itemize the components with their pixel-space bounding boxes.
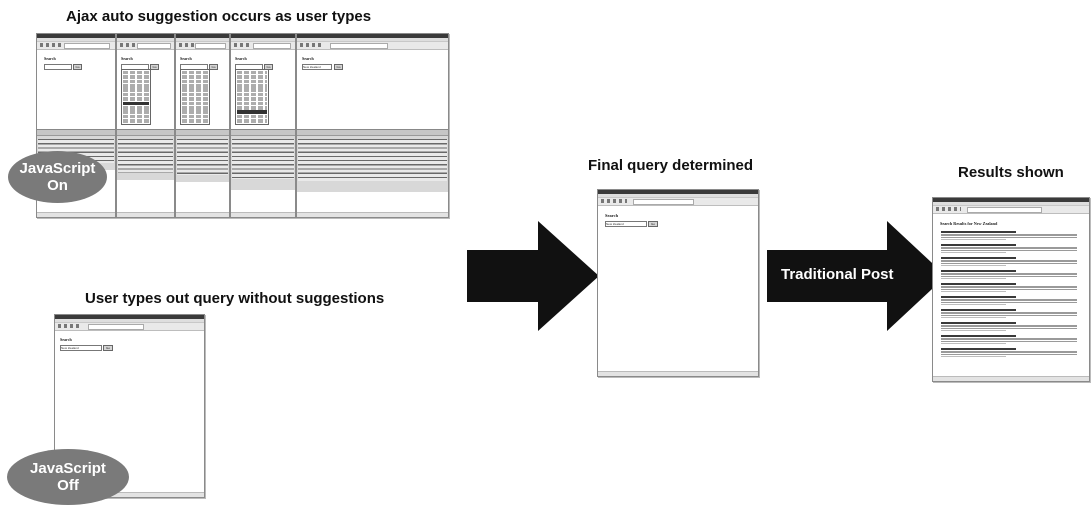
right-arrow-1	[467, 221, 599, 331]
debug-panel	[176, 129, 229, 182]
heading-ajax-suggestion: Ajax auto suggestion occurs as user type…	[66, 8, 372, 25]
heading-user-types-query: User types out query without suggestions	[85, 290, 385, 307]
result-item[interactable]	[941, 244, 1077, 254]
search-label: Search	[180, 56, 192, 61]
search-label: Search	[302, 56, 314, 61]
go-button[interactable]: Go	[73, 64, 82, 70]
debug-panel	[231, 129, 295, 190]
heading-results-shown: Results shown	[958, 164, 1064, 181]
badge-line-2: Off	[57, 477, 79, 494]
badge-line-1: JavaScript	[19, 160, 96, 177]
right-arrow-2	[767, 221, 946, 331]
result-item[interactable]	[941, 296, 1077, 306]
badge-line-1: JavaScript	[30, 460, 106, 477]
browser-window-ajax-4: Search Go	[230, 33, 296, 218]
results-title: Search Results for New Zealand	[940, 221, 998, 226]
result-item[interactable]	[941, 309, 1077, 319]
browser-window-results: Search Results for New Zealand	[932, 197, 1090, 382]
search-input[interactable]: New Zealand	[302, 64, 332, 70]
badge-line-2: On	[47, 177, 68, 194]
javascript-on-badge: JavaScript On	[8, 151, 107, 203]
browser-window-ajax-5: Search New Zealand Go	[296, 33, 449, 218]
result-item[interactable]	[941, 283, 1077, 293]
suggestion-list[interactable]	[235, 69, 269, 125]
result-item[interactable]	[941, 322, 1077, 332]
browser-window-final-query: Search New Zealand Go	[597, 189, 759, 377]
go-button[interactable]: Go	[334, 64, 343, 70]
go-button[interactable]: Go	[209, 64, 218, 70]
debug-panel	[297, 129, 448, 192]
search-label: Search	[605, 213, 619, 218]
suggestion-list[interactable]	[121, 69, 151, 125]
suggestion-list[interactable]	[180, 69, 210, 125]
traditional-post-label: Traditional Post	[781, 266, 894, 283]
search-label: Search	[121, 56, 133, 61]
javascript-off-badge: JavaScript Off	[7, 449, 129, 505]
result-item[interactable]	[941, 270, 1077, 280]
go-button[interactable]: Go	[103, 345, 113, 351]
result-item[interactable]	[941, 335, 1077, 345]
result-item[interactable]	[941, 348, 1077, 358]
result-item[interactable]	[941, 257, 1077, 267]
go-button[interactable]: Go	[150, 64, 159, 70]
debug-panel	[117, 129, 174, 180]
search-input[interactable]: New Zealand	[605, 221, 647, 227]
result-item[interactable]	[941, 231, 1077, 241]
search-label: Search	[60, 337, 72, 342]
browser-window-ajax-2: Search Go	[116, 33, 175, 218]
go-button[interactable]: Go	[648, 221, 658, 227]
search-label: Search	[235, 56, 247, 61]
browser-window-ajax-3: Search Go	[175, 33, 230, 218]
heading-final-query: Final query determined	[588, 157, 754, 174]
search-input[interactable]	[44, 64, 72, 70]
search-input[interactable]: New Zealand	[60, 345, 102, 351]
search-label: Search	[44, 56, 56, 61]
